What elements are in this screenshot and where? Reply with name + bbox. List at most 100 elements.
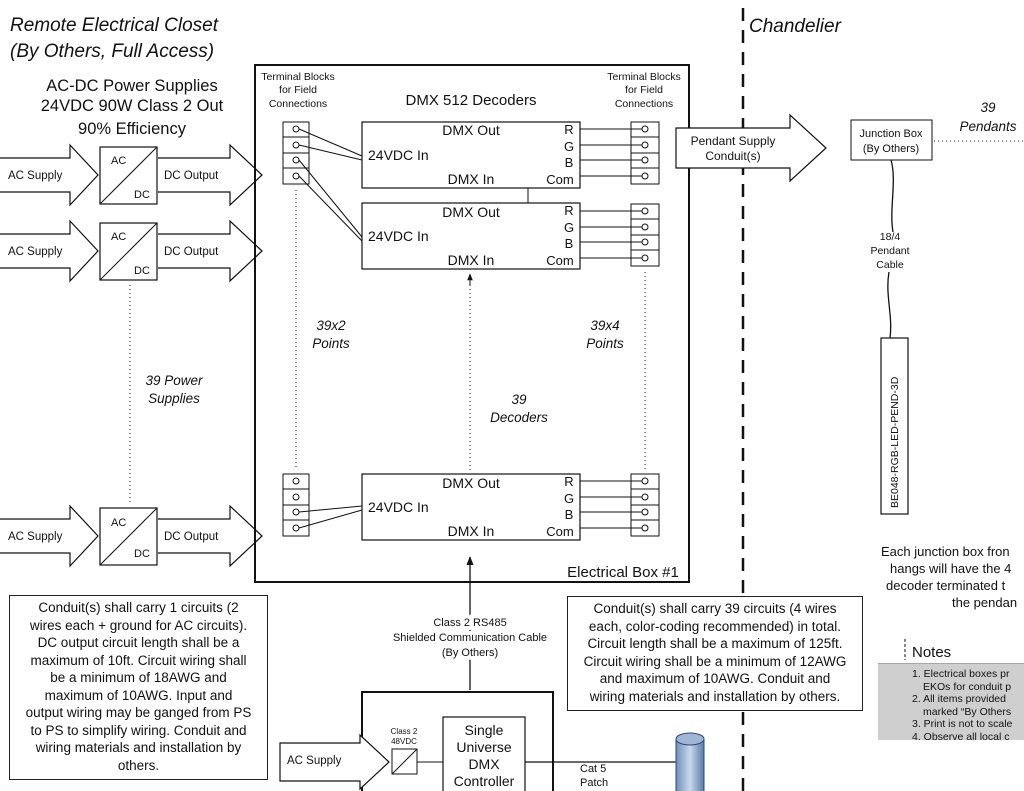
controller-title-4: Controller [454,773,515,789]
rs485-label-1: Class 2 RS485 [433,617,506,629]
cable-label-2: Pendant [870,245,909,257]
rs485-label-2: Shielded Communication Cable [393,632,547,644]
ac-supply-label: AC Supply [8,246,63,258]
junction-box [850,119,933,161]
decoder-3: DMX Out 24VDC In DMX In R G B Com [361,473,581,541]
cable-label-3: Cable [876,259,904,271]
terminal-block-right-top [630,121,660,185]
controller-title-2: Universe [456,739,511,755]
ac-supply-arrow [0,219,99,283]
notes-title: Notes [912,644,951,661]
terminal-left-2: for Field [279,84,317,96]
dmx-out-label: DMX Out [442,204,500,220]
jbox-note-4: the pendan [952,595,1017,610]
rs485-label-bg: Shielded Communication Cable [393,632,547,644]
r-label: R [564,203,573,218]
pendant-cable-bottom [887,271,892,339]
vin-label: 24VDC In [368,228,429,244]
electrical-box [254,64,690,583]
com-label: Com [546,172,573,187]
g-label: G [564,491,574,506]
class2-label-1: Class 2 [391,727,418,736]
power-supply-2: AC Supply AC DC DC Output [0,219,263,283]
junction-label-1: Junction Box [860,128,923,140]
dc-output-label: DC Output [164,170,219,182]
note-item-4: 4. Observe all local c [912,730,1010,741]
pendants-count-2: Pendants [959,119,1016,134]
dmx-in-label: DMX In [448,523,495,539]
dmx-controller [442,716,526,791]
jbox-note-3: decoder terminated t [886,578,1006,593]
points-right-2: Points [586,336,624,351]
jbox-note-2: hangs will have the 4 [890,561,1011,576]
vin-label: 24VDC In [368,499,429,515]
ac-supply-label: AC Supply [8,170,63,182]
chandelier-title: Chandelier [749,16,841,37]
points-left-1: 39x2 [316,318,346,333]
dc-output-label: DC Output [164,531,219,543]
electrical-box-label: Electrical Box #1 [567,564,679,581]
power-supply-3: AC Supply AC DC DC Output [0,504,263,568]
dmx-in-label: DMX In [448,252,495,268]
rs485-label-3: (By Others) [442,647,498,659]
dc-output-arrow [158,219,263,283]
decoder-2: DMX Out 24VDC In DMX In R G B Com [361,202,581,270]
vin-label: 24VDC In [368,147,429,163]
controller-title-1: Single [465,722,504,738]
internal-wiring [298,128,642,529]
dc-label: DC [134,189,150,201]
ac-label: AC [111,231,126,243]
remote-closet-subtitle: (By Others, Full Access) [10,41,215,62]
ps-count-bg: 39 Power [145,373,203,388]
jbox-note-1: Each junction box fron [881,544,1010,559]
terminal-right-1: Terminal Blocks [607,71,681,83]
decoders-title: DMX 512 Decoders [406,92,537,109]
terminal-block-left-top [282,121,310,185]
psu-diagonal [99,222,158,281]
g-label: G [564,139,574,154]
note-item-3: 3. Print is not to scale [912,718,1013,730]
ac-label: AC [111,155,126,167]
note-item-2b: marked “By Others [923,705,1012,718]
pendant-supply-1: Pendant Supply [691,134,776,148]
decoders-count-1: 39 [511,392,527,407]
note-item-1b: EKOs for conduit p [923,680,1012,693]
terminal-block-left-bottom [282,473,310,537]
dc-output-arrow [158,504,263,568]
pendant-supply-2: Conduit(s) [705,149,760,163]
rs485-label-bg: Class 2 RS485 [433,617,506,629]
note-right: Conduit(s) shall carry 39 circuits (4 wi… [567,596,863,711]
b-label: B [565,507,574,522]
rs485-label-bg: (By Others) [442,647,498,659]
points-left-2: Points [312,336,350,351]
terminal-right-2: for Field [625,84,663,96]
dc-label: DC [134,548,150,560]
pendant-fixture [880,337,909,515]
continuation-dots [295,190,646,470]
remote-closet-title: Remote Electrical Closet [10,15,219,36]
terminal-block-right-mid [630,203,660,267]
ac-supply-label: AC Supply [8,531,63,543]
psu-diagonal [99,507,158,566]
ps-count-2: Supplies [148,391,200,406]
b-label: B [565,155,574,170]
dmx-out-label: DMX Out [442,475,500,491]
pendants-count-1: 39 [980,100,996,115]
decoders-count-2: Decoders [490,410,548,425]
class2-label-2: 48VDC [391,737,417,746]
r-label: R [564,474,573,489]
dc-output-arrow [158,143,263,207]
fixture-code: BE048-RGB-LED-PEND-3D [889,376,901,508]
controller-ac-arrow [279,733,390,791]
junction-label-2: (By Others) [863,143,919,155]
controller-ac-label: AC Supply [287,755,342,767]
pendant-supply-arrow [675,113,827,183]
controller-title-3: DMX [468,756,500,772]
ac-supply-arrow [0,143,99,207]
note-left: Conduit(s) shall carry 1 circuits (2 wir… [9,595,268,780]
psu-diagonal [99,146,158,205]
note-item-1a: 1. Electrical boxes pr [912,668,1010,680]
ps-title-3: 90% Efficiency [78,120,187,138]
dc-output-label: DC Output [164,246,219,258]
cat5-label-2: Patch [580,777,608,789]
